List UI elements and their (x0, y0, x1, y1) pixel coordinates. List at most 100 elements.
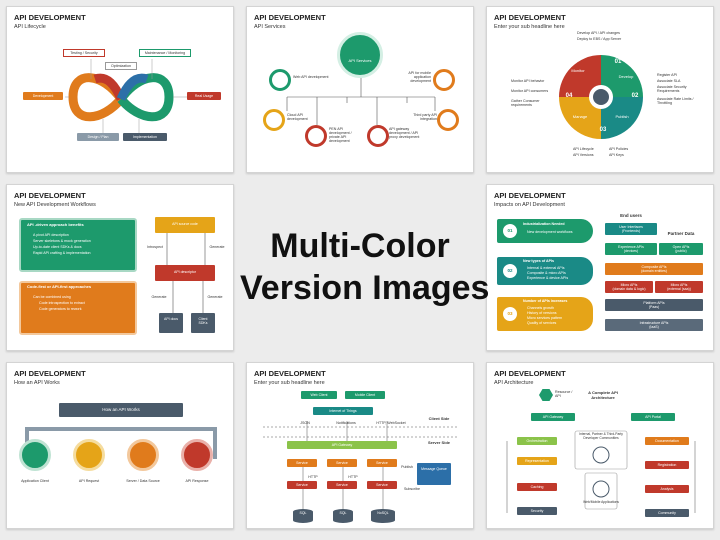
api-response-icon (181, 439, 213, 471)
benefit-item: Up-to-date client SDKs & docs (33, 245, 82, 249)
impact-02-item: Composite & micro APIs (527, 271, 566, 275)
note-bl-2: API Versions (573, 153, 594, 157)
slide-subtitle: API Lifecycle (14, 24, 46, 30)
message-queue-box: Message Queue (417, 463, 451, 485)
benefit-item: Server skeletons & mock generation (33, 239, 91, 243)
slide-title: API DEVELOPMENT (14, 13, 86, 22)
approach-item: Code introspection to extract (39, 301, 85, 305)
services-connectors (286, 75, 436, 125)
end-users-label: End users (620, 213, 642, 218)
note-br-2: API Keys (609, 153, 624, 157)
slide-api-impacts[interactable]: API DEVELOPMENT Impacts on API Developme… (486, 184, 714, 351)
how-api-works-banner: How an API Works (59, 403, 183, 417)
api-docs-box: API docs (159, 313, 183, 333)
slide-api-architecture[interactable]: API DEVELOPMENT API Architecture Resourc… (486, 362, 714, 529)
slide-title: API DEVELOPMENT (494, 191, 566, 200)
note-left-3: Gather Consumer requirements (511, 99, 540, 108)
right-item-analysis: Analysis (645, 485, 689, 494)
impact-01-heading: Industrialization Needed (523, 222, 565, 226)
client-sdks-box: Client SDKs (191, 313, 215, 333)
slide-api-workflows[interactable]: API DEVELOPMENT New API Development Work… (6, 184, 234, 351)
api-gateway-box: API Gateway (287, 441, 397, 450)
api-gateway-box: API Gateway (531, 413, 575, 422)
db-sql: SQL (293, 509, 313, 523)
segment-num-03: 03 (599, 127, 607, 133)
note-bl-1: API Lifecycle (573, 147, 594, 151)
label-third-party: Third party API integration (413, 113, 437, 122)
label-mobile-api: API for mobile application development (408, 71, 431, 84)
label-implementation: Implementation (123, 133, 167, 142)
slide-title: API DEVELOPMENT (494, 369, 566, 378)
cloud-api-icon (263, 109, 285, 131)
label-real-usage: Real Usage (187, 92, 221, 101)
cycle-wheel (559, 55, 643, 139)
resource-hexagon (539, 389, 553, 401)
label-cloud-api: Cloud API development (287, 113, 308, 122)
slide-title: API DEVELOPMENT (14, 191, 86, 200)
step-server-data: Server / Data Source (126, 479, 160, 483)
segment-develop: Develop (618, 74, 634, 79)
db-sql: SQL (333, 509, 353, 523)
db-nosql: NoSQL (371, 509, 395, 523)
label-optimization: Optimization (105, 62, 137, 71)
impact-02-item: Internal & external APIs (527, 266, 565, 270)
impact-03-item: Channels growth (527, 306, 554, 310)
impact-02-heading: New types of APIs (523, 259, 555, 263)
api-source-code-box: API source code (155, 217, 215, 233)
approaches-box (19, 281, 137, 335)
subscribe-label: Subscribe (404, 487, 420, 491)
service-box: Service (327, 459, 357, 468)
benefit-item: Rapid API crafting & implementation (33, 251, 91, 255)
slide-api-lifecycle[interactable]: API DEVELOPMENT API Lifecycle Testing / … (6, 6, 234, 173)
benefits-box (19, 218, 137, 272)
server-side-label: Server Side (427, 440, 450, 445)
workflow-arrows (166, 233, 206, 313)
impact-02-badge (501, 262, 519, 280)
segment-num-01: 01 (614, 59, 622, 65)
benefit-item: A pivot API description (33, 233, 69, 237)
impact-03-badge (501, 305, 519, 323)
note-left-1: Monitor API behavior (511, 79, 545, 83)
note-top-1: Develop API / API changes (577, 31, 620, 35)
micro-apis-box: Micro APIs(domain data & logic) (605, 281, 653, 294)
slide-api-services[interactable]: API DEVELOPMENT API Services API Service… (246, 6, 474, 173)
slide-title: API DEVELOPMENT (494, 13, 566, 22)
note-right-3: Associate Security Requirements (657, 85, 687, 94)
service-box: Service (367, 459, 397, 468)
slide-subtitle: API Architecture (494, 380, 534, 386)
slide-client-server[interactable]: API DEVELOPMENT Enter your sub headline … (246, 362, 474, 529)
http-label: HTTP (308, 475, 318, 479)
complete-architecture-title: A Complete API Architecture (588, 390, 618, 400)
platform-apis-box: Platform APIs(Paas) (605, 299, 703, 312)
label-generate: Generate (151, 295, 167, 299)
right-item-documentation: Documentation (645, 437, 689, 446)
impact-01-item: New development workflows (527, 230, 573, 234)
approaches-heading: Code-first or API-first approaches (27, 284, 92, 289)
left-item-orchestration: Orchestration (517, 437, 557, 446)
left-item-caching: Caching (517, 483, 557, 492)
segment-num-02: 02 (631, 93, 639, 99)
web-mobile-apps-label: Web/Mobile Applications (583, 500, 619, 504)
api-request-icon (73, 439, 105, 471)
slide-subtitle: Enter your sub headline here (494, 24, 565, 30)
slide-api-cycle[interactable]: API DEVELOPMENT Enter your sub headline … (486, 6, 714, 173)
slide-how-api-works[interactable]: API DEVELOPMENT How an API Works How an … (6, 362, 234, 529)
step-api-response: API Response (185, 479, 209, 483)
protocol-notifications: Notifications (336, 421, 356, 425)
impact-03-item: Quality of services (527, 321, 557, 325)
approach-item: Can be combined using (33, 295, 71, 299)
approach-item: Code generators to rework (39, 307, 82, 311)
label-pen-api: PEN API development / private API develo… (329, 127, 352, 144)
mobile-client-box: Mobile Client (345, 391, 385, 400)
gateway-api-icon (367, 125, 389, 147)
server-data-icon (127, 439, 159, 471)
label-web-api: Web API development (293, 75, 329, 79)
slide-subtitle: New API Development Workflows (14, 202, 96, 208)
right-item-community: Community (645, 509, 689, 518)
slide-title: API DEVELOPMENT (14, 369, 86, 378)
label-design-plan: Design / Plan (77, 133, 119, 142)
developer-communities-label: Internal, Partner & Third-Party Develope… (579, 432, 623, 440)
service-box: Service (287, 459, 317, 468)
label-gateway-api: API gateway development / API proxy deve… (389, 127, 420, 140)
